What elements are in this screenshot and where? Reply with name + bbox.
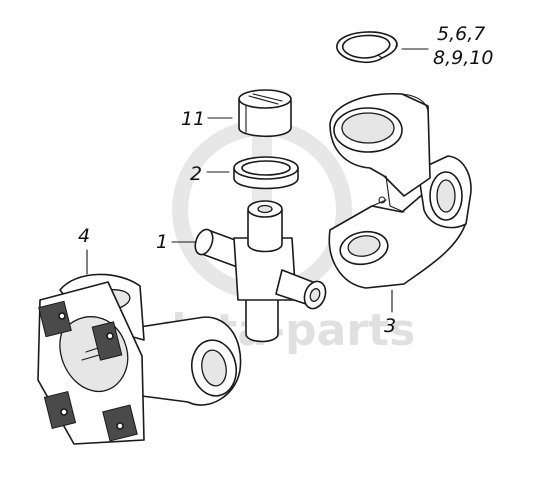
callout-5-10: 5,6,7 8,9,10 [401, 23, 493, 69]
callout-3: 3 [384, 289, 396, 337]
seal-ring [233, 156, 299, 190]
callout-2-label: 2 [190, 163, 202, 185]
spider-cross [194, 200, 327, 343]
callout-11-label: 11 [181, 108, 205, 130]
callout-1: 1 [156, 231, 197, 253]
flange-yoke [37, 273, 242, 445]
callout-4: 4 [78, 225, 90, 275]
callout-5-6-7: 5,6,7 [437, 23, 485, 45]
snap-ring [336, 31, 398, 64]
callout-3-label: 3 [384, 315, 396, 337]
callout-1-label: 1 [156, 231, 168, 253]
callout-8-9-10: 8,9,10 [433, 47, 493, 69]
callout-2: 2 [190, 163, 230, 185]
callout-11: 11 [181, 108, 233, 130]
callout-4-label: 4 [78, 225, 90, 247]
yoke [328, 93, 472, 289]
bearing-cup [238, 89, 292, 138]
